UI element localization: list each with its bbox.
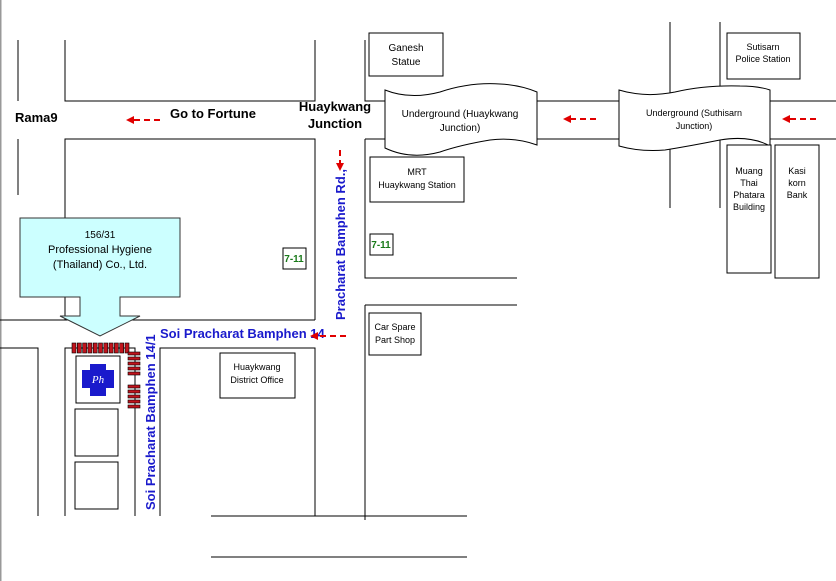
junction-label: Huaykwang (299, 99, 371, 114)
svg-text:Ph: Ph (91, 374, 105, 386)
soi-14-label: Soi Pracharat Bamphen 14 (160, 326, 325, 341)
svg-text:7-11: 7-11 (371, 240, 391, 251)
direction-arrow-icon (310, 332, 346, 340)
hatch-mark (127, 389, 141, 394)
rama9-label: Rama9 (15, 110, 58, 125)
svg-text:Thai: Thai (740, 178, 758, 188)
soi-14-1-label: Soi Pracharat Bamphen 14/1 (143, 334, 158, 510)
hatch-mark (92, 342, 98, 354)
address-number: 156/31 (85, 230, 116, 241)
svg-text:Huaykwang Station: Huaykwang Station (378, 180, 456, 190)
svg-text:Huaykwang: Huaykwang (233, 362, 280, 372)
underground-suthisarn-label: Underground (Suthisarn (646, 108, 742, 118)
svg-text:7-11: 7-11 (284, 254, 304, 265)
svg-text:MRT: MRT (407, 167, 427, 177)
mrt-station: MRT Huaykwang Station (369, 156, 465, 203)
direction-arrow-icon (782, 115, 816, 123)
neighbor-building (74, 408, 119, 457)
gate-hatching (71, 342, 141, 409)
seven-eleven-right: 7-11 (369, 233, 394, 256)
company-name: Professional Hygiene (48, 244, 152, 256)
hatch-mark (119, 342, 124, 354)
direction-arrow-icon (336, 150, 344, 171)
svg-text:District Office: District Office (230, 375, 283, 385)
svg-text:Phatara: Phatara (733, 190, 765, 200)
destination-callout: 156/31 Professional Hygiene (Thailand) C… (19, 217, 181, 337)
hatch-mark (124, 342, 130, 354)
svg-text:Muang: Muang (735, 166, 763, 176)
hatch-mark (127, 361, 141, 366)
underground-huaykwang: Underground (Huaykwang Junction) (384, 83, 538, 156)
svg-text:Part Shop: Part Shop (375, 335, 415, 345)
hatch-mark (127, 384, 141, 389)
car-spare-part-shop: Car Spare Part Shop (368, 312, 422, 356)
direction-arrow-icon (126, 116, 160, 124)
seven-eleven-left: 7-11 (282, 247, 307, 270)
svg-text:Kasi: Kasi (788, 166, 806, 176)
hatch-mark (87, 342, 93, 354)
hatch-mark (103, 342, 109, 354)
hatch-mark (127, 356, 141, 361)
hatch-mark (108, 342, 114, 354)
hatch-mark (82, 342, 87, 354)
ph-logo-icon (82, 364, 114, 396)
hatch-mark (77, 342, 82, 354)
hatch-mark (127, 366, 141, 371)
svg-text:Building: Building (733, 202, 765, 212)
svg-text:Car Spare: Car Spare (374, 322, 415, 332)
neighbor-building (74, 461, 119, 510)
direction-arrow-icon (563, 115, 596, 123)
hatch-mark (127, 404, 141, 409)
district-office: Huaykwang District Office (219, 352, 296, 399)
hatch-mark (127, 371, 141, 376)
underground-huaykwang-label: Underground (Huaykwang (402, 109, 519, 120)
svg-text:Sutisarn: Sutisarn (746, 42, 779, 52)
go-to-fortune-label: Go to Fortune (170, 106, 256, 121)
svg-text:Bank: Bank (787, 190, 808, 200)
sutisarn-police-station: Sutisarn Police Station (726, 32, 801, 80)
svg-text:korn: korn (788, 178, 806, 188)
company-building: Ph (75, 355, 121, 404)
underground-huaykwang-label-2: Junction) (440, 123, 481, 134)
company-name-2: (Thailand) Co., Ltd. (53, 259, 147, 271)
svg-text:Police Station: Police Station (735, 54, 790, 64)
underground-suthisarn-label-2: Junction) (676, 121, 713, 131)
ganesh-statue: Ganesh Statue (368, 32, 444, 77)
svg-text:Statue: Statue (392, 57, 421, 68)
junction-label-2: Junction (308, 116, 362, 131)
hatch-mark (98, 342, 103, 354)
pracharat-road-label: Pracharat Bamphen Rd., (333, 169, 348, 320)
muang-thai-building: Muang Thai Phatara Building (726, 144, 772, 274)
hatch-mark (127, 394, 141, 399)
kasikorn-bank: Kasi korn Bank (774, 144, 820, 279)
hatch-mark (114, 342, 119, 354)
svg-text:Ganesh: Ganesh (388, 43, 423, 54)
hatch-mark (127, 351, 141, 356)
hatch-mark (127, 399, 141, 404)
hatch-mark (71, 342, 77, 354)
road-lines (0, 22, 836, 558)
underground-suthisarn: Underground (Suthisarn Junction) (618, 85, 771, 151)
